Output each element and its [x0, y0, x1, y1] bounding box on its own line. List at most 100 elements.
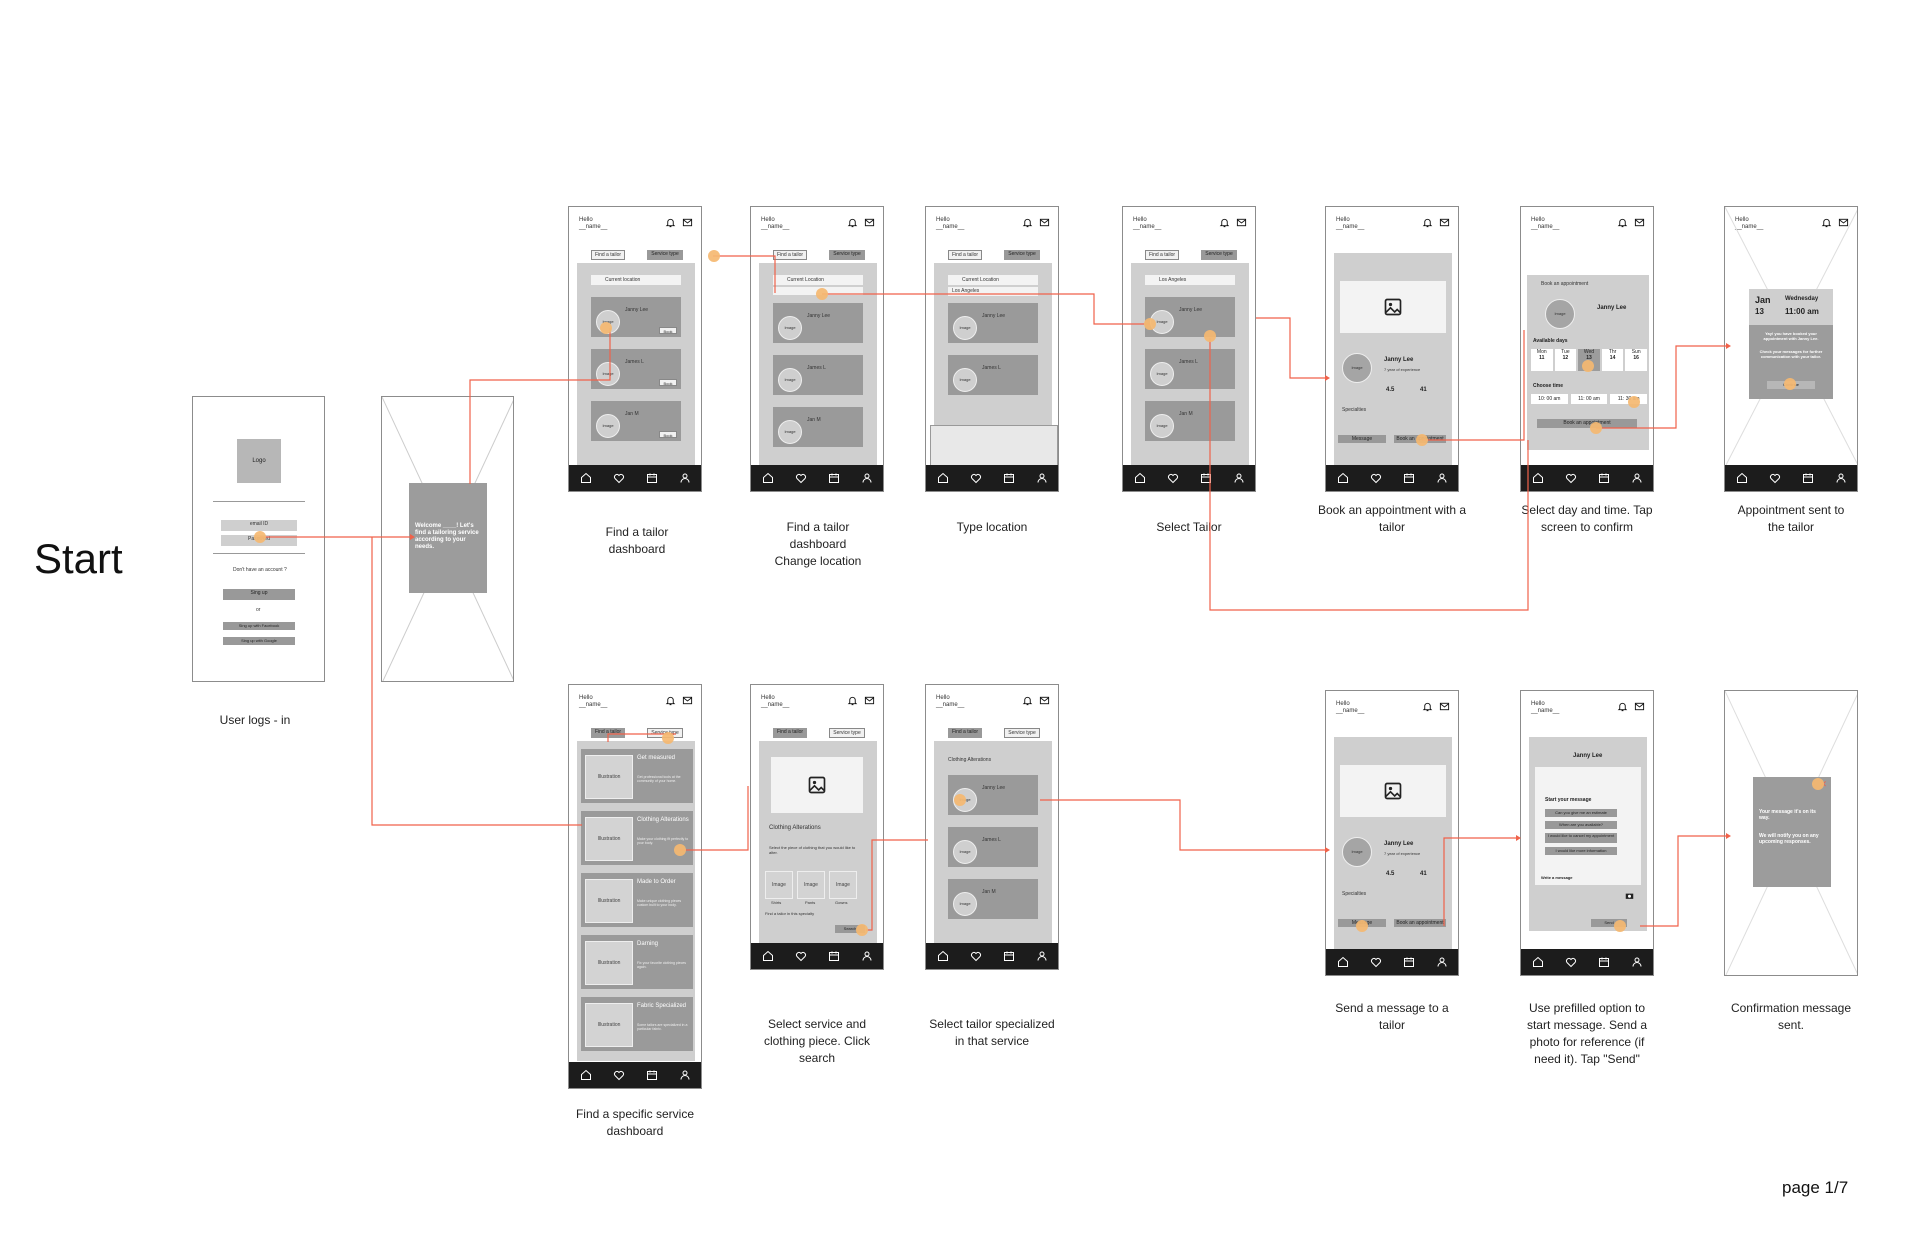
- location-field[interactable]: Current location: [591, 275, 681, 285]
- bell-icon[interactable]: [1617, 701, 1628, 712]
- prefilled-option[interactable]: I would like to cancel my appointment: [1545, 833, 1617, 843]
- home-icon[interactable]: [1532, 472, 1544, 484]
- mail-icon[interactable]: [864, 695, 875, 706]
- signup-button[interactable]: Sing up: [223, 589, 295, 600]
- book-confirm-button[interactable]: Book an appointment: [1537, 419, 1637, 428]
- calendar-icon[interactable]: [1802, 472, 1814, 484]
- heart-icon[interactable]: [970, 950, 982, 962]
- bell-icon[interactable]: [847, 695, 858, 706]
- email-field[interactable]: email ID: [221, 520, 297, 531]
- calendar-icon[interactable]: [646, 1069, 658, 1081]
- home-icon[interactable]: [762, 472, 774, 484]
- location-field[interactable]: Current Location: [773, 275, 863, 285]
- calendar-icon[interactable]: [1403, 472, 1415, 484]
- profile-icon[interactable]: [1436, 956, 1448, 968]
- bell-icon[interactable]: [665, 695, 676, 706]
- clothing-option[interactable]: Image: [797, 871, 825, 899]
- heart-icon[interactable]: [1370, 472, 1382, 484]
- heart-icon[interactable]: [1769, 472, 1781, 484]
- bell-icon[interactable]: [1022, 217, 1033, 228]
- home-icon[interactable]: [1736, 472, 1748, 484]
- mail-icon[interactable]: [1039, 695, 1050, 706]
- prefilled-option[interactable]: When are you available?: [1545, 821, 1617, 829]
- clothing-option[interactable]: Image: [765, 871, 793, 899]
- send-button[interactable]: Send: [1591, 919, 1627, 927]
- bell-icon[interactable]: [1219, 217, 1230, 228]
- heart-icon[interactable]: [795, 472, 807, 484]
- profile-icon[interactable]: [1631, 472, 1643, 484]
- message-button[interactable]: Message: [1338, 435, 1386, 443]
- mail-icon[interactable]: [1634, 217, 1645, 228]
- tab-find-tailor[interactable]: Find a tailor: [948, 250, 982, 260]
- prefilled-option[interactable]: Can you give me an estimate: [1545, 809, 1617, 817]
- home-icon[interactable]: [1337, 956, 1349, 968]
- heart-icon[interactable]: [795, 950, 807, 962]
- bell-icon[interactable]: [1422, 217, 1433, 228]
- profile-icon[interactable]: [679, 472, 691, 484]
- mail-icon[interactable]: [1039, 217, 1050, 228]
- profile-icon[interactable]: [1436, 472, 1448, 484]
- tab-find-tailor[interactable]: Find a tailor: [773, 250, 807, 260]
- heart-icon[interactable]: [613, 1069, 625, 1081]
- tailor-card[interactable]: Image James L Book: [591, 349, 681, 389]
- home-icon[interactable]: [1337, 472, 1349, 484]
- mail-icon[interactable]: [682, 695, 693, 706]
- profile-icon[interactable]: [1631, 956, 1643, 968]
- mail-icon[interactable]: [1634, 701, 1645, 712]
- profile-icon[interactable]: [1233, 472, 1245, 484]
- tab-find-tailor[interactable]: Find a tailor: [591, 728, 625, 738]
- calendar-icon[interactable]: [828, 950, 840, 962]
- home-icon[interactable]: [762, 950, 774, 962]
- calendar-icon[interactable]: [828, 472, 840, 484]
- home-icon[interactable]: [937, 472, 949, 484]
- tab-service-type[interactable]: Service type: [829, 250, 865, 260]
- home-icon[interactable]: [1532, 956, 1544, 968]
- bell-icon[interactable]: [1422, 701, 1433, 712]
- tab-find-tailor[interactable]: Find a tailor: [1145, 250, 1179, 260]
- clothing-option[interactable]: Image: [829, 871, 857, 899]
- book-appointment-button[interactable]: Book an appointment: [1394, 919, 1446, 927]
- tab-find-tailor[interactable]: Find a tailor: [591, 250, 625, 260]
- bell-icon[interactable]: [1022, 695, 1033, 706]
- calendar-icon[interactable]: [646, 472, 658, 484]
- tab-find-tailor[interactable]: Find a tailor: [948, 728, 982, 738]
- camera-icon[interactable]: [1625, 891, 1634, 900]
- tab-service-type[interactable]: Service type: [1201, 250, 1237, 260]
- heart-icon[interactable]: [970, 472, 982, 484]
- calendar-icon[interactable]: [1200, 472, 1212, 484]
- profile-icon[interactable]: [679, 1069, 691, 1081]
- calendar-icon[interactable]: [1003, 950, 1015, 962]
- heart-icon[interactable]: [1565, 956, 1577, 968]
- profile-icon[interactable]: [861, 472, 873, 484]
- profile-icon[interactable]: [1036, 950, 1048, 962]
- calendar-icon[interactable]: [1598, 956, 1610, 968]
- bell-icon[interactable]: [1617, 217, 1628, 228]
- prefilled-option[interactable]: I would like more information: [1545, 847, 1617, 855]
- calendar-icon[interactable]: [1598, 472, 1610, 484]
- profile-icon[interactable]: [1036, 472, 1048, 484]
- mail-icon[interactable]: [1236, 217, 1247, 228]
- home-icon[interactable]: [937, 950, 949, 962]
- calendar-icon[interactable]: [1003, 472, 1015, 484]
- profile-icon[interactable]: [861, 950, 873, 962]
- tab-find-tailor[interactable]: Find a tailor: [773, 728, 807, 738]
- tab-service-type[interactable]: Service type: [1004, 728, 1040, 738]
- mail-icon[interactable]: [1439, 217, 1450, 228]
- bell-icon[interactable]: [1821, 217, 1832, 228]
- search-button[interactable]: Search: [835, 925, 865, 933]
- bell-icon[interactable]: [665, 217, 676, 228]
- keyboard[interactable]: [930, 425, 1058, 469]
- facebook-button[interactable]: Sing up with Facebook: [223, 622, 295, 630]
- home-icon[interactable]: [1134, 472, 1146, 484]
- heart-icon[interactable]: [1565, 472, 1577, 484]
- mail-icon[interactable]: [1439, 701, 1450, 712]
- calendar-icon[interactable]: [1403, 956, 1415, 968]
